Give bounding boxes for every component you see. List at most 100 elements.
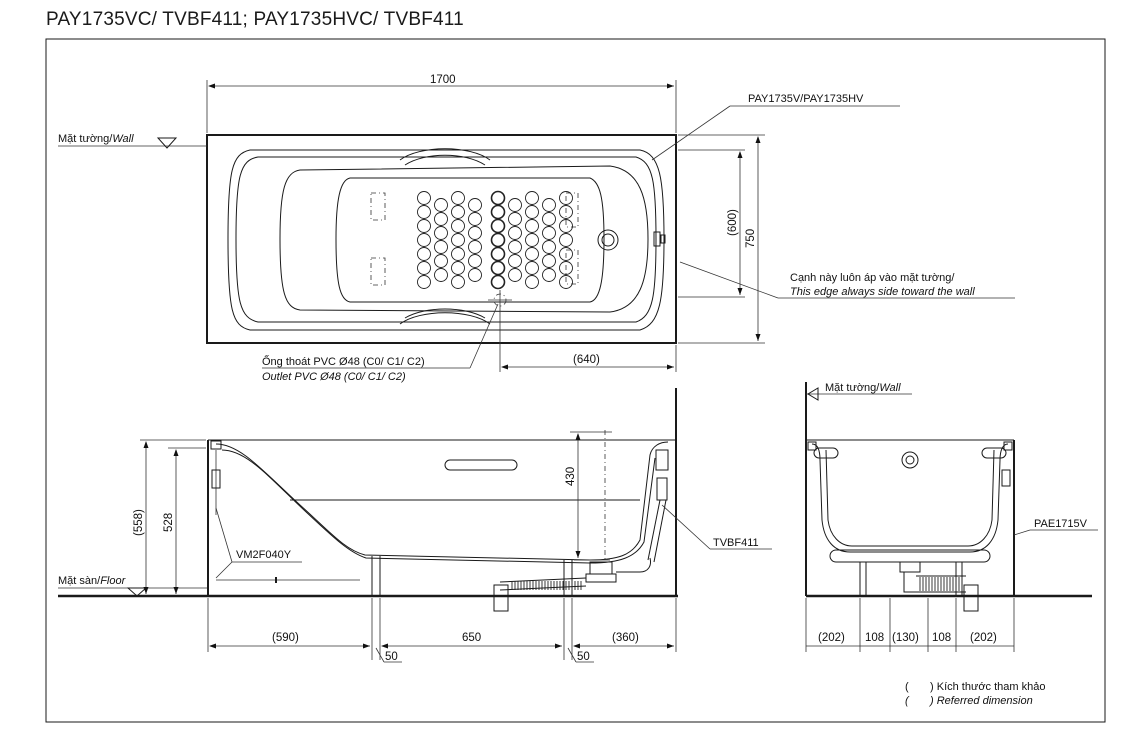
pattern-circle: [542, 268, 556, 282]
pattern-circle: [525, 261, 539, 275]
front-view: Mặt sàn/Floor: [58, 388, 772, 663]
pattern-circle: [490, 190, 506, 206]
pattern-circle: [542, 212, 556, 226]
pattern-circle: [468, 240, 482, 254]
pattern-circle: [490, 204, 506, 220]
dim-side-2: 108: [865, 632, 884, 644]
dim-drain-offset: (640): [573, 354, 600, 366]
pattern-circle: [451, 219, 465, 233]
legend-ref-vi: ) Kích thước tham khảo: [930, 681, 1045, 693]
pattern-circle: [559, 233, 573, 247]
drain-hose: [499, 577, 587, 583]
pattern-circle: [525, 191, 539, 205]
pattern-circle: [434, 198, 448, 212]
pattern-circle: [468, 254, 482, 268]
tvbf-label: TVBF411: [713, 537, 759, 549]
pattern-circle: [468, 268, 482, 282]
dim-leg-width-2: 50: [577, 651, 590, 663]
dim-side-1: (202): [818, 632, 845, 644]
pattern-circle: [468, 212, 482, 226]
pattern-circle: [451, 247, 465, 261]
pattern-circle: [434, 254, 448, 268]
legend-ref-en: ) Referred dimension: [928, 695, 1033, 707]
pattern-circle: [468, 226, 482, 240]
pattern-circle: [559, 247, 573, 261]
pattern-circle: [508, 268, 522, 282]
pattern-circle: [417, 275, 431, 289]
wall-label-top: Mặt tường/Wall: [58, 133, 134, 145]
dim-leg-span: 650: [462, 632, 481, 644]
dim-side-4: 108: [932, 632, 951, 644]
dim-height-total: (558): [133, 509, 145, 536]
pattern-circle: [417, 247, 431, 261]
dim-height: 528: [163, 513, 175, 532]
pattern-circle: [559, 191, 573, 205]
pattern-circle: [451, 205, 465, 219]
pattern-circle: [468, 198, 482, 212]
pattern-circle: [508, 212, 522, 226]
page-title: PAY1735VC/ TVBF411; PAY1735HVC/ TVBF411: [46, 9, 464, 30]
dim-overflow-depth: 430: [565, 467, 577, 486]
pattern-circle: [451, 191, 465, 205]
drawing-frame: [45, 38, 1106, 723]
pattern-circle: [508, 198, 522, 212]
pattern-circle: [559, 205, 573, 219]
tub-outline-top: [206, 134, 677, 344]
pattern-circle: [525, 219, 539, 233]
anti-slip-pattern: [417, 190, 573, 290]
pattern-circle: [434, 226, 448, 240]
overflow-fitting: [597, 229, 619, 251]
pattern-circle: [417, 219, 431, 233]
pattern-circle: [490, 218, 506, 234]
pattern-circle: [451, 233, 465, 247]
pattern-circle: [559, 261, 573, 275]
pattern-circle: [508, 240, 522, 254]
vm-label: VM2F040Y: [236, 549, 292, 561]
pattern-circle: [417, 233, 431, 247]
pattern-circle: [542, 240, 556, 254]
pattern-circle: [417, 261, 431, 275]
pattern-circle: [525, 275, 539, 289]
pattern-circle: [525, 247, 539, 261]
pattern-circle: [542, 198, 556, 212]
edge-label-vi: Cạnh này luôn áp vào mặt tường/: [790, 272, 955, 284]
dim-left-leg: (590): [272, 632, 299, 644]
dim-right-leg: (360): [612, 632, 639, 644]
pattern-circle: [525, 205, 539, 219]
dim-side-5: (202): [970, 632, 997, 644]
legend-paren-open-2: (: [905, 695, 910, 707]
pattern-circle: [490, 274, 506, 290]
pattern-circle: [525, 233, 539, 247]
pattern-circle: [451, 275, 465, 289]
pattern-circle: [451, 261, 465, 275]
dim-width-inner: (600): [727, 209, 739, 236]
dim-length: 1700: [430, 74, 456, 86]
dim-width: 750: [745, 229, 757, 248]
pattern-circle: [490, 232, 506, 248]
pattern-circle: [542, 254, 556, 268]
pattern-circle: [490, 246, 506, 262]
pattern-circle: [417, 205, 431, 219]
pattern-circle: [559, 275, 573, 289]
pattern-circle: [508, 254, 522, 268]
pattern-circle: [490, 260, 506, 276]
end-view: Mặt tường/Wall PAE1715V: [805, 382, 1098, 652]
pattern-circle: [508, 226, 522, 240]
pattern-circle: [434, 268, 448, 282]
legend: ( ) Kích thước tham khảo ( ) Referred di…: [905, 681, 1045, 707]
legend-paren-open: (: [905, 681, 909, 693]
dim-side-3: (130): [892, 632, 919, 644]
pattern-circle: [542, 226, 556, 240]
top-view: 1700 (600) 750 Mặt tường/Wall PAY1735V/P…: [58, 74, 1015, 383]
pae-label: PAE1715V: [1034, 518, 1088, 530]
outlet-label-vi: Ống thoát PVC Ø48 (C0/ C1/ C2): [262, 354, 425, 368]
dim-leg-width-1: 50: [385, 651, 398, 663]
edge-label-en: This edge always side toward the wall: [790, 286, 975, 298]
pattern-circle: [417, 191, 431, 205]
pattern-circle: [434, 212, 448, 226]
pattern-circle: [559, 219, 573, 233]
model-label: PAY1735V/PAY1735HV: [748, 93, 864, 105]
wall-label-side: Mặt tường/Wall: [825, 382, 901, 394]
outlet-label-en: Outlet PVC Ø48 (C0/ C1/ C2): [262, 371, 406, 383]
